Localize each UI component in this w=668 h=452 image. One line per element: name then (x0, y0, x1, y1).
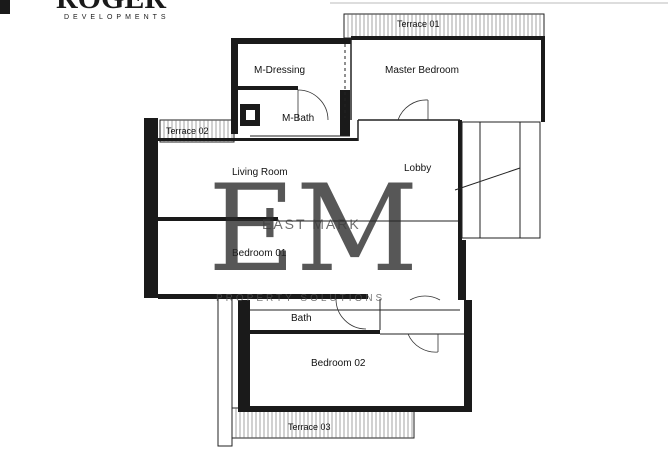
lobby-label: Lobby (404, 163, 431, 174)
m-bath-label: M-Bath (282, 113, 314, 124)
master-bedroom-label: Master Bedroom (385, 65, 459, 76)
room-labels: Terrace 01 Terrace 02 Terrace 03 M-Dress… (166, 19, 459, 432)
terrace-01-label: Terrace 01 (397, 19, 440, 29)
terrace-02-label: Terrace 02 (166, 126, 209, 136)
watermark-tagline: PROPERTY SOLUTIONS (216, 293, 385, 304)
terrace-03-label: Terrace 03 (288, 422, 331, 432)
bedroom-02-label: Bedroom 02 (311, 358, 366, 369)
watermark-monogram: EM (208, 160, 418, 299)
terrace-01-hatch (347, 14, 541, 38)
brand-subtitle: DEVELOPMENTS (64, 14, 170, 21)
living-room-label: Living Room (232, 167, 288, 178)
brand-logo-text: ROGER (56, 0, 166, 15)
watermark: EM EAST MARK PROPERTY SOLUTIONS (208, 160, 418, 304)
logo-mark (0, 0, 10, 14)
m-dressing-label: M-Dressing (254, 65, 305, 76)
brand-logo: ROGER DEVELOPMENTS (0, 0, 170, 21)
bedroom-01-label: Bedroom 01 (232, 248, 287, 259)
terrace-01 (343, 13, 545, 39)
bath-label: Bath (291, 313, 312, 324)
door-swings (297, 89, 441, 353)
watermark-name: EAST MARK (262, 216, 361, 232)
interior-lines (250, 40, 541, 335)
left-terrace-strip (217, 297, 233, 447)
